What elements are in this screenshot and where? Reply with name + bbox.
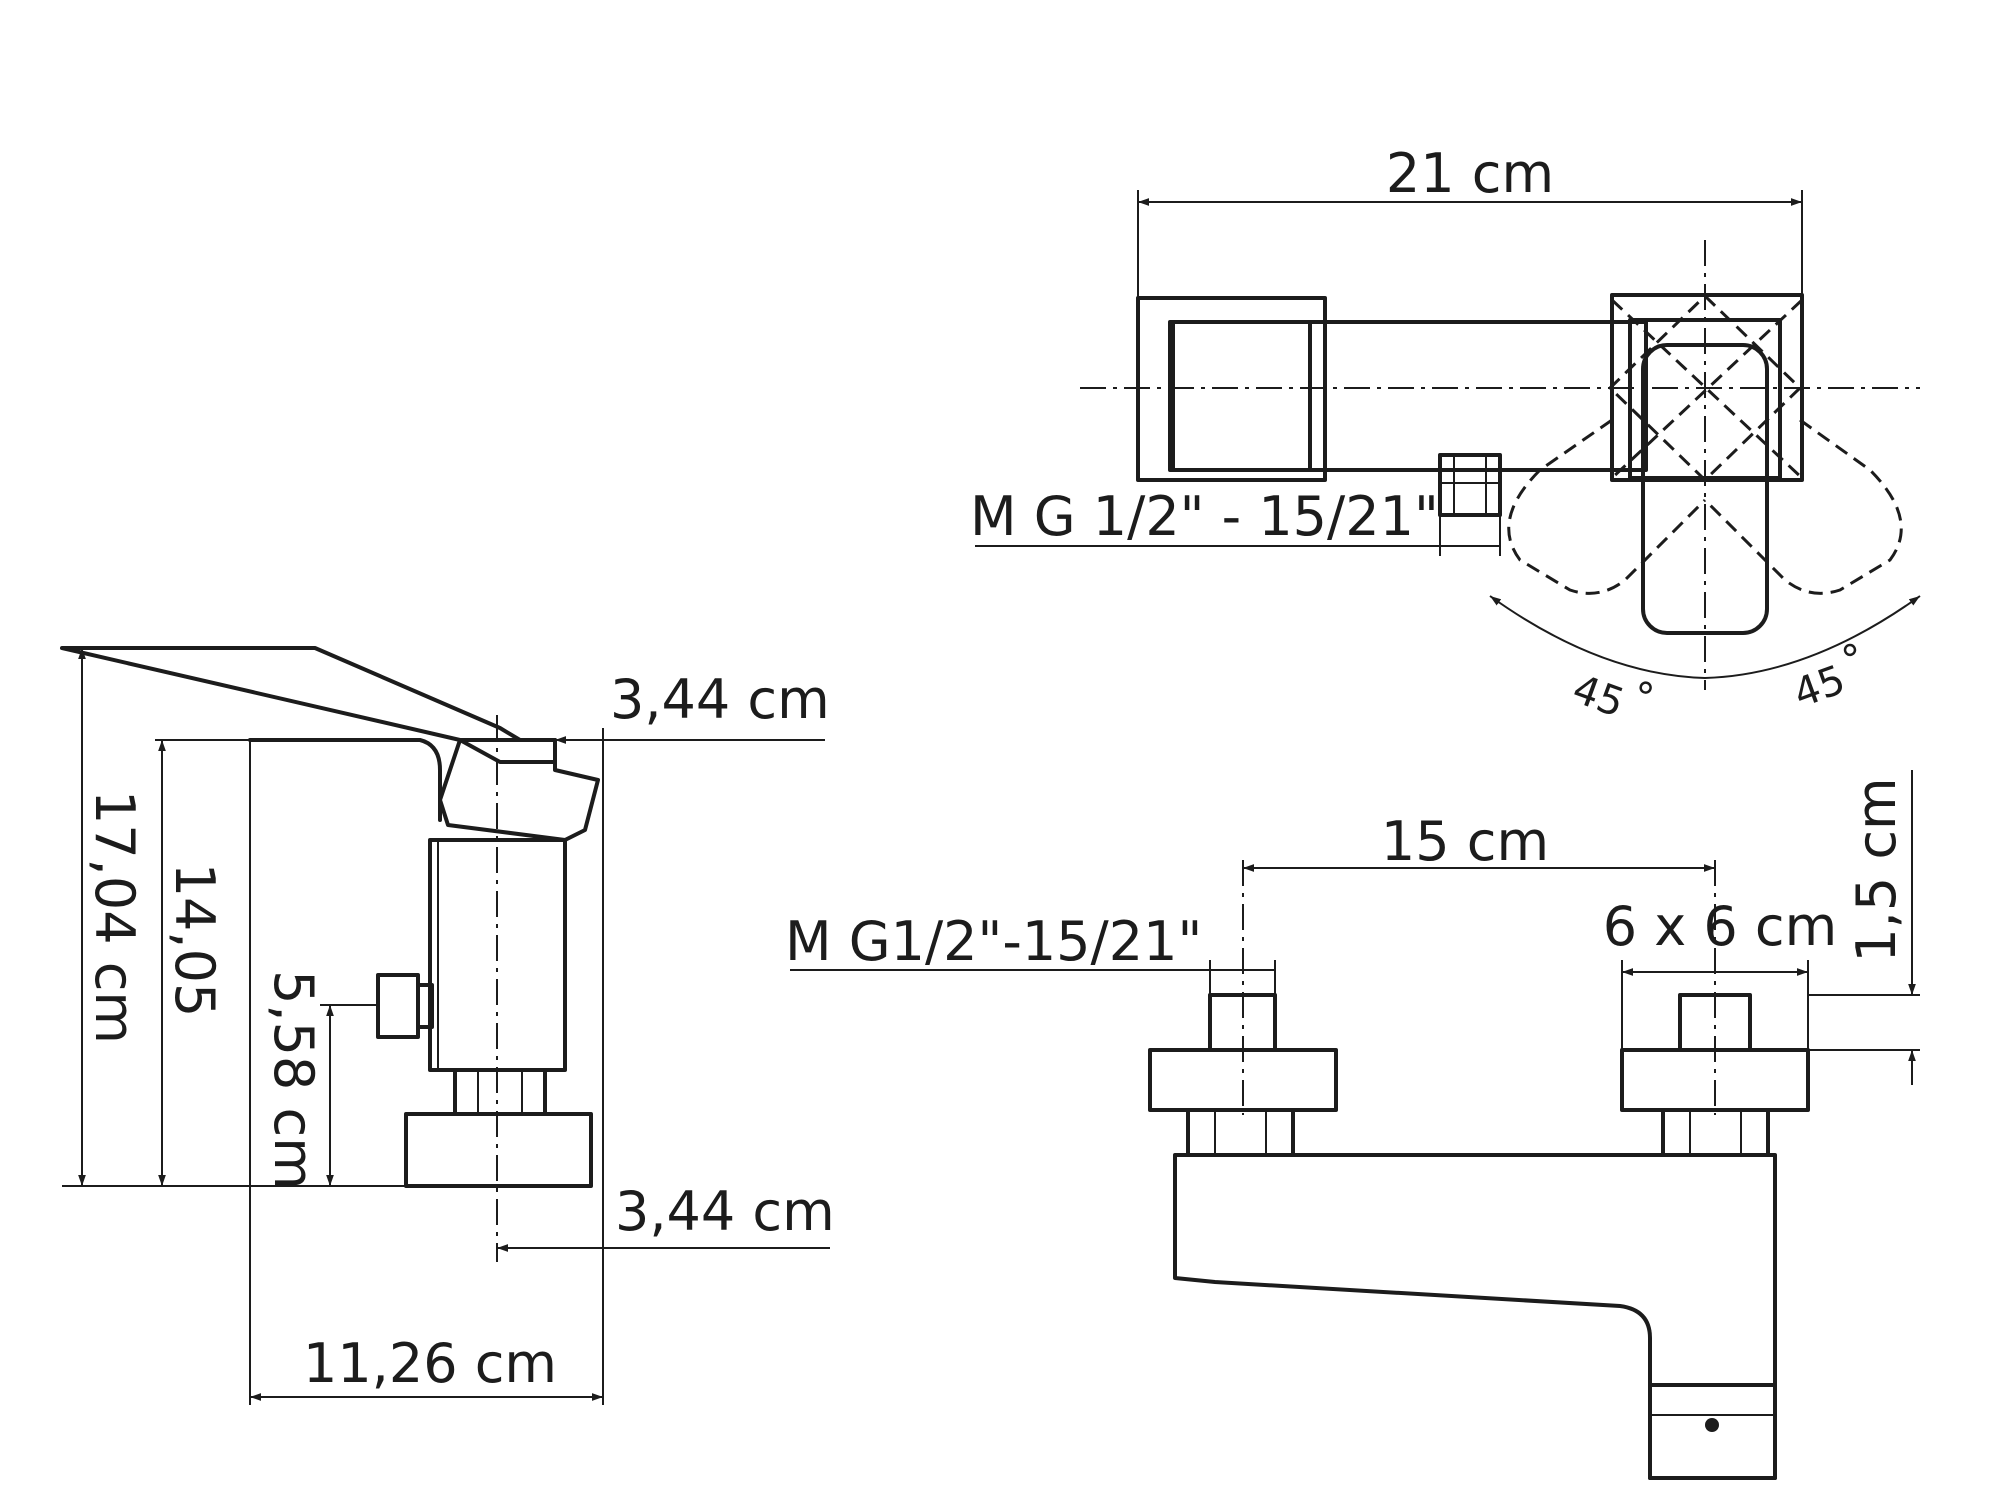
inlet-height-label: 5,58 cm <box>262 970 325 1190</box>
side-base-flange <box>404 1112 593 1188</box>
lever-top <box>1641 343 1769 635</box>
front-outlet <box>1648 1383 1777 1480</box>
flange-size-label: 6 x 6 cm <box>1603 895 1837 958</box>
side-lower-nut <box>453 1068 547 1116</box>
inlet-nut-top <box>1438 453 1502 517</box>
front-right-nut <box>1661 1108 1770 1157</box>
angle-right-label: 45° <box>1783 635 1876 718</box>
rotation-arc <box>1489 595 1921 680</box>
angle-left-label: 45° <box>1567 653 1660 736</box>
flange-thickness-label: 1,5 cm <box>1845 777 1908 962</box>
side-lever-top <box>60 646 557 764</box>
outlet-offset-label: 3,44 cm <box>615 1180 835 1243</box>
thread-label-front: M G1/2"-15/21" <box>785 910 1202 973</box>
front-body <box>1173 1153 1777 1480</box>
inlet-spacing-label: 15 cm <box>1381 810 1549 873</box>
top-view: 21 cm M G 1/2" - 15/21" 45° 45° <box>970 142 1921 736</box>
left-flange-inner <box>1168 320 1327 472</box>
front-left-nut <box>1186 1108 1295 1157</box>
depth-label: 11,26 cm <box>303 1332 557 1395</box>
side-inlet-nut <box>376 973 420 1039</box>
total-height-label: 17,04 cm <box>83 790 146 1044</box>
body-height-label: 14,05 <box>163 863 226 1018</box>
side-body-top <box>248 738 442 822</box>
thread-label-top: M G 1/2" - 15/21" <box>970 485 1439 548</box>
lever-right-position <box>1703 418 1903 595</box>
lever-left-position <box>1507 418 1707 595</box>
handle-offset-label: 3,44 cm <box>610 668 830 731</box>
side-view: 17,04 cm 14,05 5,58 cm 3,44 cm 3,44 cm 1… <box>60 646 835 1405</box>
width-label: 21 cm <box>1386 142 1554 205</box>
handle-diamond <box>1607 293 1803 483</box>
front-view: 15 cm M G1/2"-15/21" 6 x 6 cm 1,5 cm <box>785 770 1920 1480</box>
side-lever-head <box>438 738 600 842</box>
front-outlet-dot <box>1705 1418 1719 1432</box>
mixer-body-top <box>1171 320 1648 472</box>
